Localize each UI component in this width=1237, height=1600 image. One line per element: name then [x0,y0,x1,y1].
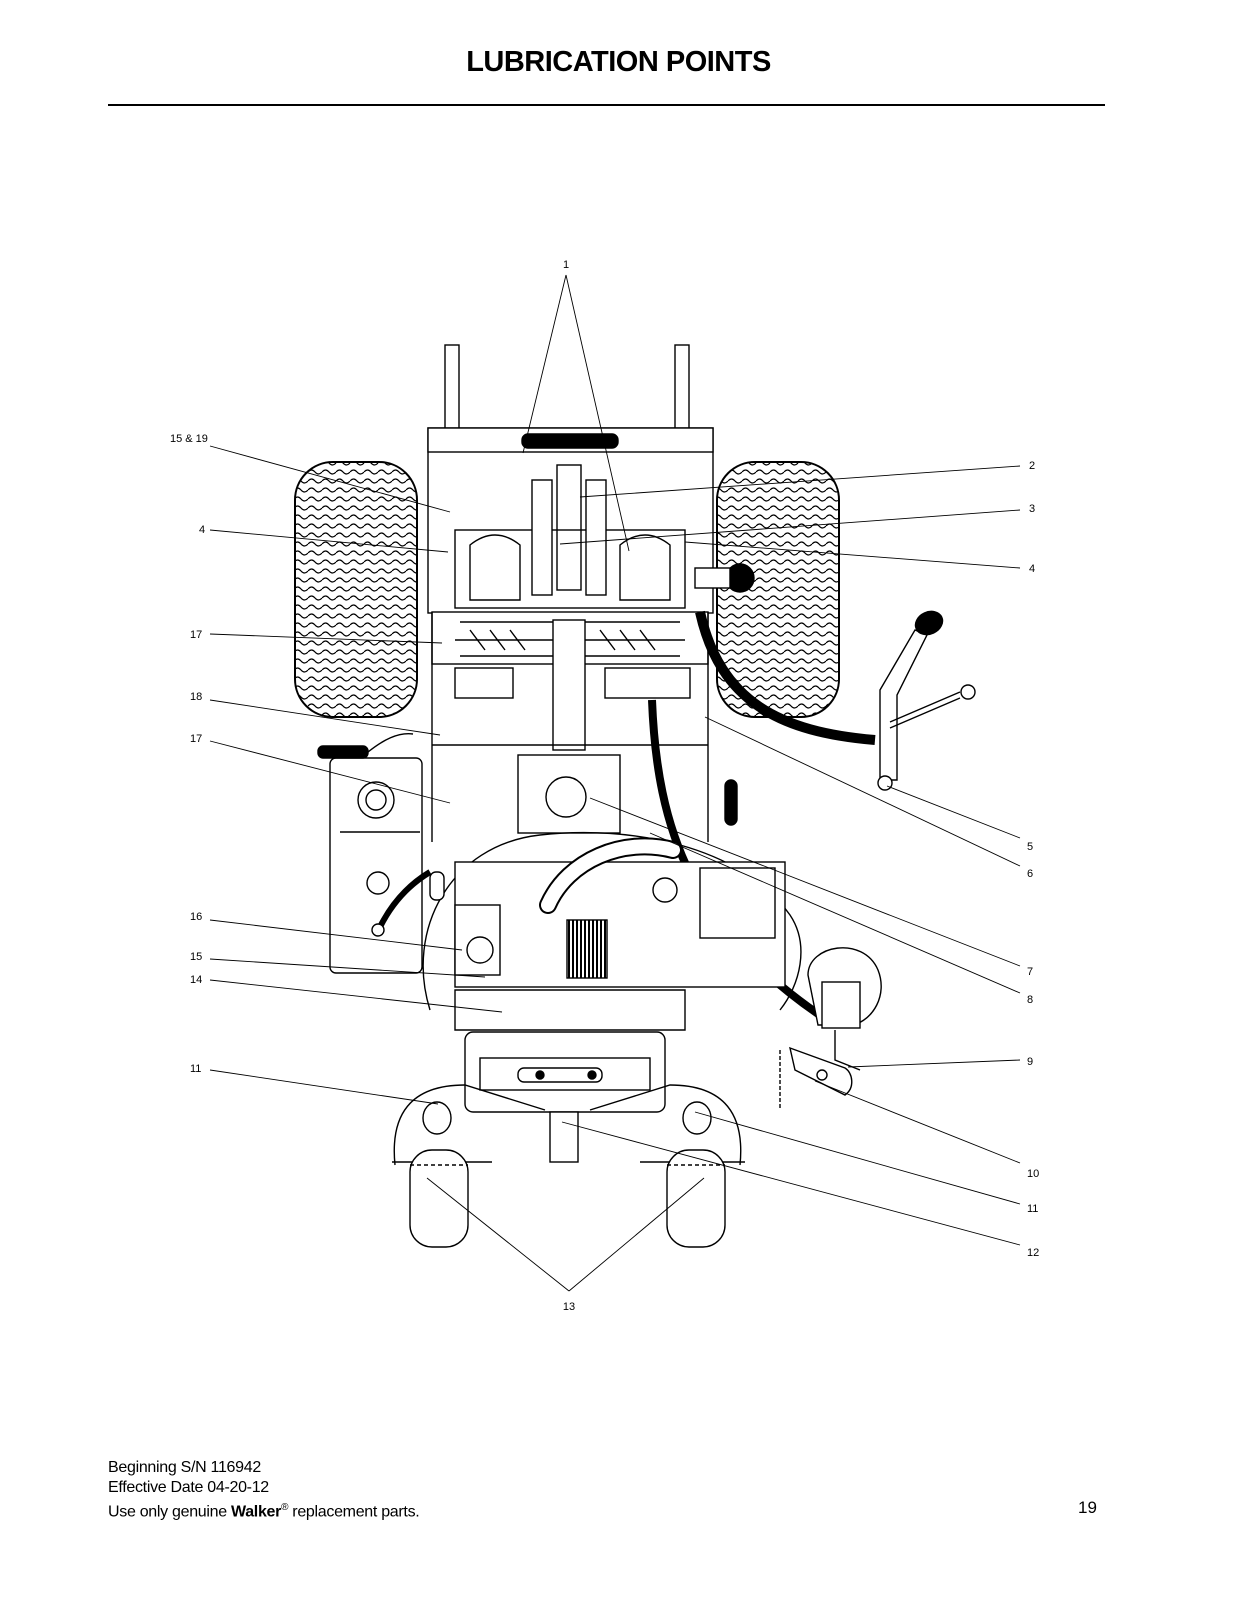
page-number: 19 [1078,1498,1097,1517]
notice-post: replacement parts. [288,1503,420,1521]
title-rule [108,104,1105,106]
callout-label: 9 [1027,1056,1033,1068]
fuel-tank [317,733,423,974]
upright-left [444,344,460,436]
callout-label: 11 [190,1063,201,1075]
footer-serial: Beginning S/N 116942 [108,1459,261,1476]
rear-handle-grip [521,433,619,449]
footer-effective-date: Effective Date 04-20-12 [108,1479,269,1496]
callout-label: 17 [190,733,202,745]
callout-label: 3 [1029,503,1035,515]
callout-label: 6 [1027,868,1033,880]
upright-right [674,344,690,436]
leader-lines [209,274,1021,1292]
callout-label: 12 [1027,1247,1039,1259]
shift-lever [877,610,976,791]
caster-wheel-right [666,1149,726,1248]
callout-label: 15 & 19 [170,433,208,445]
footer: Beginning S/N 116942 Effective Date 04-2… [108,1458,420,1522]
callout-label: 15 [190,951,202,963]
footer-notice: Use only genuine Walker® replacement par… [108,1498,420,1522]
callout-labels: 1 15 & 19 2 3 4 4 17 18 17 5 6 16 15 14 … [170,259,1039,1313]
brand-name: Walker [231,1503,282,1521]
registered-mark: ® [281,1502,289,1513]
callout-label: 1 [563,259,569,271]
callout-label: 11 [1027,1203,1038,1215]
deck-lift-pedal [779,947,882,1110]
rear-tire-left [294,461,418,718]
callout-label: 7 [1027,966,1033,978]
callout-label: 17 [190,629,202,641]
callout-label: 10 [1027,1168,1039,1180]
callout-label: 5 [1027,841,1033,853]
callout-label: 4 [1029,563,1035,575]
front-frame [392,989,745,1166]
callout-label: 13 [563,1301,575,1313]
page-title: LUBRICATION POINTS [466,46,771,78]
engine [371,754,802,1011]
notice-pre: Use only genuine [108,1503,231,1521]
callout-label: 14 [190,974,202,986]
callout-label: 8 [1027,994,1033,1006]
hose [695,610,876,745]
callout-label: 18 [190,691,202,703]
callout-label: 2 [1029,460,1035,472]
callout-label: 16 [190,911,202,923]
caster-wheel-left [409,1149,469,1248]
callout-label: 4 [199,524,205,536]
